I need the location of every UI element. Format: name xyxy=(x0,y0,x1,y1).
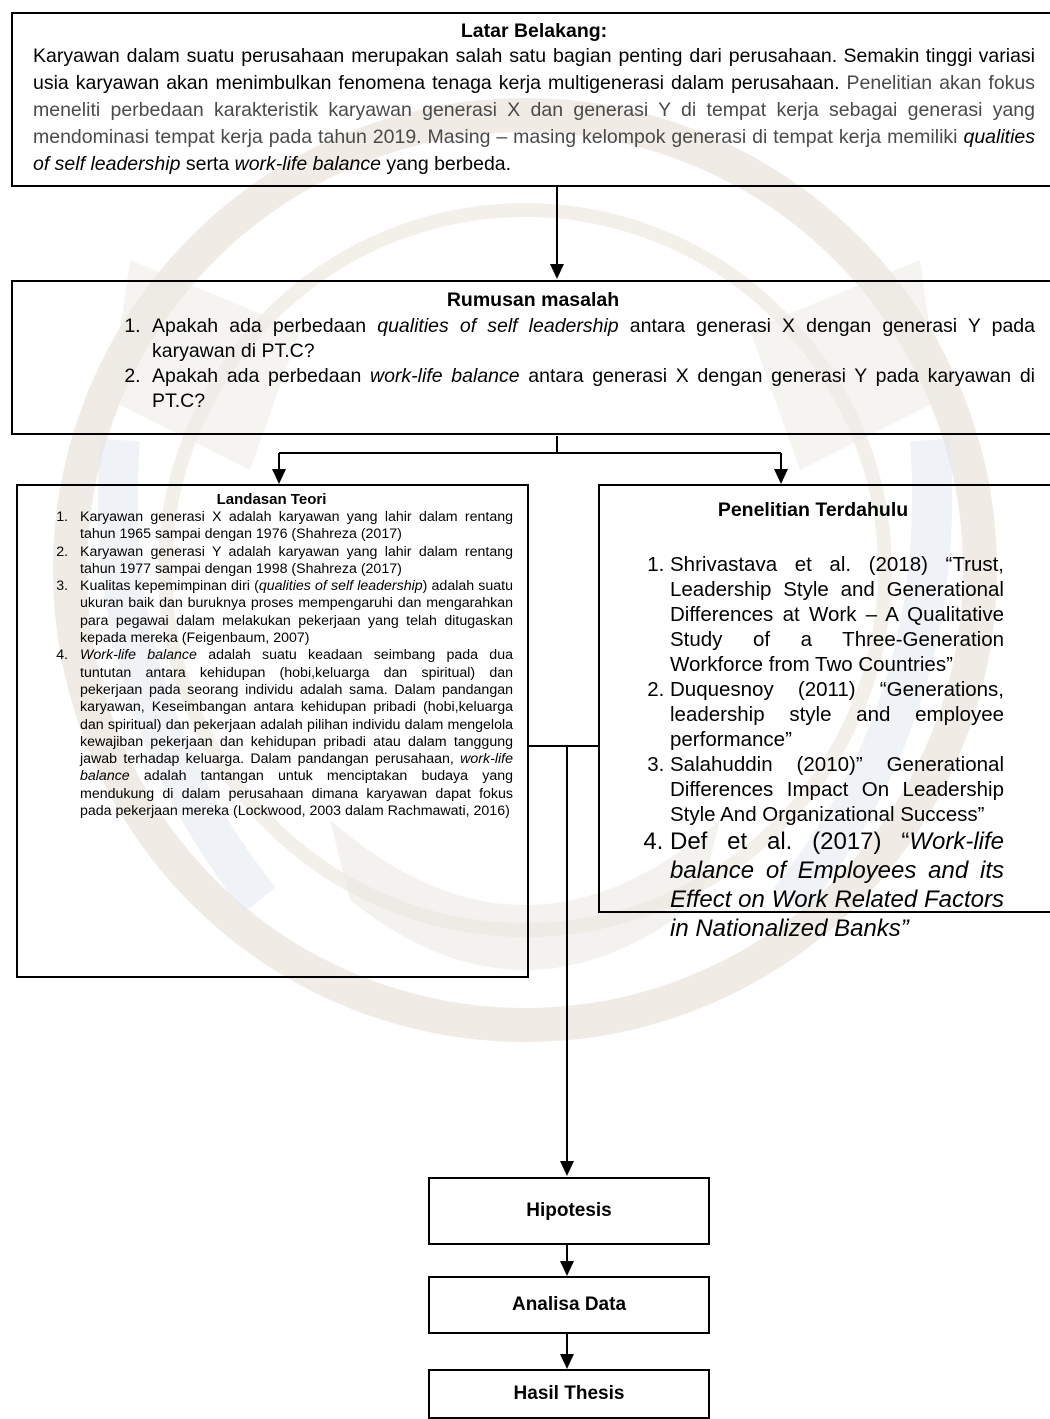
list-item: Duquesnoy (2011) “Generations, leadershi… xyxy=(670,677,1004,752)
rumusan-masalah-box: Rumusan masalah Apakah ada perbedaan qua… xyxy=(11,280,1050,435)
penelitian-terdahulu-list: Shrivastava et al. (2018) “Trust, Leader… xyxy=(622,552,1004,943)
landasan-teori-list: Karyawan generasi X adalah karyawan yang… xyxy=(30,509,513,820)
list-item: Apakah ada perbedaan work-life balance a… xyxy=(146,364,1035,414)
rumusan-masalah-list: Apakah ada perbedaan qualities of self l… xyxy=(13,314,1035,414)
landasan-teori-box: Landasan Teori Karyawan generasi X adala… xyxy=(16,484,529,978)
latar-belakang-title: Latar Belakang: xyxy=(460,20,608,42)
hipotesis-box: Hipotesis xyxy=(428,1177,710,1245)
hasil-thesis-label: Hasil Thesis xyxy=(513,1383,625,1404)
list-item: Karyawan generasi X adalah karyawan yang… xyxy=(72,509,513,544)
analisa-data-box: Analisa Data xyxy=(428,1276,710,1334)
list-item: Apakah ada perbedaan qualities of self l… xyxy=(146,314,1035,364)
landasan-teori-title: Landasan Teori xyxy=(216,491,327,508)
list-item: Kualitas kepemimpinan diri (qualities of… xyxy=(72,578,513,647)
list-item: Salahuddin (2010)” Generational Differen… xyxy=(670,752,1004,827)
list-item: Karyawan generasi Y adalah karyawan yang… xyxy=(72,544,513,579)
list-item: Shrivastava et al. (2018) “Trust, Leader… xyxy=(670,552,1004,677)
rumusan-masalah-title: Rumusan masalah xyxy=(446,289,620,311)
analisa-data-label: Analisa Data xyxy=(511,1294,627,1315)
penelitian-terdahulu-title: Penelitian Terdahulu xyxy=(717,499,909,521)
hipotesis-label: Hipotesis xyxy=(526,1200,612,1221)
latar-belakang-text: Karyawan dalam suatu perusahaan merupaka… xyxy=(33,45,1036,175)
list-item: Work-life balance adalah suatu keadaan s… xyxy=(72,647,513,820)
penelitian-terdahulu-box: Penelitian Terdahulu Shrivastava et al. … xyxy=(598,484,1050,942)
latar-belakang-box: Latar Belakang: Karyawan dalam suatu per… xyxy=(11,12,1050,187)
list-item: Def et al. (2017) “Work-life balance of … xyxy=(670,827,1004,943)
hasil-thesis-box: Hasil Thesis xyxy=(428,1369,710,1419)
